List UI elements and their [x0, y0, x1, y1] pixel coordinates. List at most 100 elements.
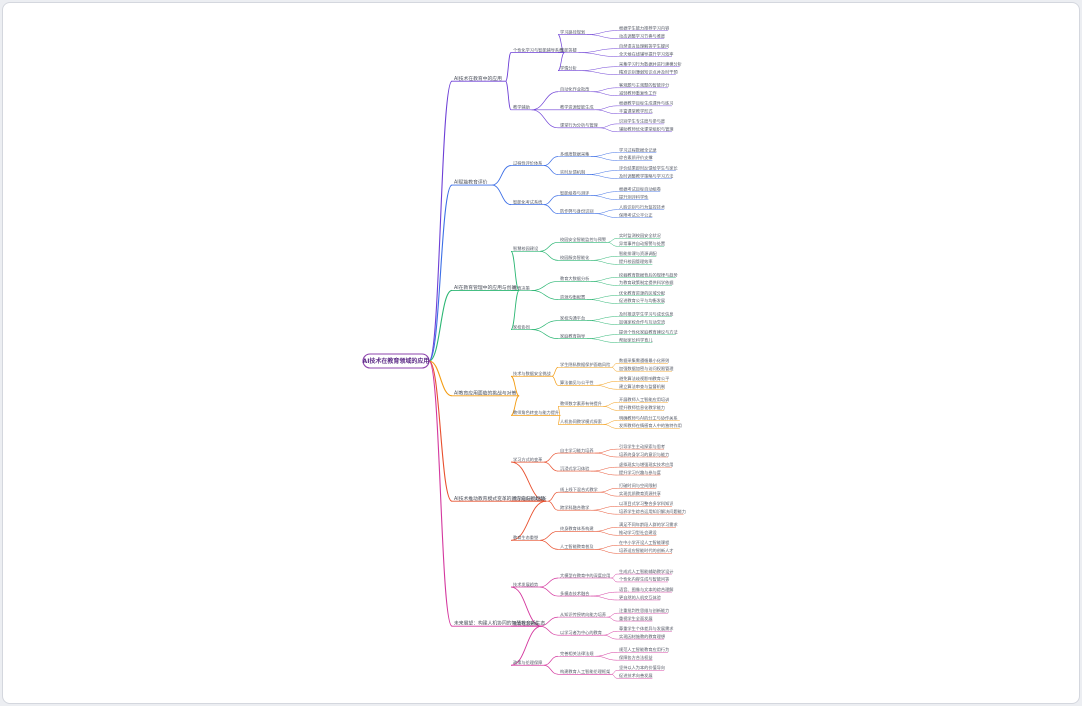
level2-node[interactable]: 教学组织形式创新 [513, 495, 547, 502]
level3-node[interactable]: 算法偏见与公平性 [560, 379, 594, 386]
level3-node[interactable]: 教学资源智能生成 [560, 104, 594, 111]
leaf-node[interactable]: 根据学生能力推荐学习内容 [619, 24, 669, 31]
level3-node[interactable]: 人机协同教学模式探索 [560, 418, 602, 425]
level3-node[interactable]: 自动化作业批改 [560, 86, 590, 93]
leaf-node[interactable]: 动态调整学习节奏与难度 [619, 32, 666, 39]
leaf-node[interactable]: 识别学生专注度与参与度 [619, 118, 666, 125]
level3-node[interactable]: 完善相关法律法规 [560, 650, 594, 657]
level3-node[interactable]: 从知识传授转向能力培养 [560, 611, 607, 618]
level3-node[interactable]: 构建教育人工智能伦理框架 [560, 668, 610, 675]
level1-node[interactable]: AI赋能教育评价 [454, 179, 488, 186]
leaf-node[interactable]: 挖掘教育数据背后的规律与趋势 [619, 271, 678, 278]
leaf-node[interactable]: 客观题与主观题的智能评分 [619, 82, 670, 89]
leaf-node[interactable]: 保障考试公平公正 [619, 211, 653, 218]
leaf-node[interactable]: 实时监测校园安全状况 [619, 232, 662, 239]
leaf-node[interactable]: 帮助家长科学育儿 [619, 336, 653, 343]
leaf-node[interactable]: 促进技术向善发展 [619, 672, 653, 679]
level2-node[interactable]: 智能化考试系统 [513, 198, 542, 205]
leaf-node[interactable]: 提升测评科学性 [619, 193, 648, 200]
leaf-node[interactable]: 更自然的人机交互体验 [619, 594, 662, 601]
leaf-node[interactable]: 开展教师人工智能应用培训 [619, 396, 669, 403]
leaf-node[interactable]: 培养适应智能时代的创新人才 [619, 547, 673, 554]
leaf-node[interactable]: 满足不同年龄段人群的学习需求 [619, 521, 678, 528]
level3-node[interactable]: 学习路径规划 [560, 28, 585, 35]
level1-node[interactable]: AI技术推动教育模式变革的新方向与新趋势 [454, 495, 545, 502]
leaf-node[interactable]: 根据教学目标生成课件与练习 [619, 100, 673, 107]
level2-node[interactable]: 家校协同 [513, 323, 530, 330]
level2-node[interactable]: 个性化学习与智能辅导系统 [513, 46, 563, 53]
leaf-node[interactable]: 智能排课与资源调配 [619, 250, 658, 257]
level2-node[interactable]: 教育理念更新 [513, 620, 538, 627]
leaf-node[interactable]: 评价结果即时反馈给学生与家长 [619, 164, 678, 171]
leaf-node[interactable]: 推动学习型社会建设 [619, 529, 658, 536]
level3-node[interactable]: 以学习者为中心的教育 [560, 629, 602, 636]
leaf-node[interactable]: 尊重学生个体差异与发展需求 [619, 625, 674, 632]
level3-node[interactable]: 线上线下混合式教学 [560, 486, 598, 493]
leaf-node[interactable]: 根据考试目标自动组卷 [619, 185, 662, 192]
level3-node[interactable]: 校园安全智能监控与预警 [560, 236, 607, 243]
leaf-node[interactable]: 自然语言处理解答学生疑问 [619, 42, 669, 49]
level2-node[interactable]: 政策与伦理保障 [513, 659, 542, 666]
level3-node[interactable]: 实时反馈机制 [560, 168, 585, 175]
leaf-node[interactable]: 采集学习行为数据并进行建模分析 [619, 61, 682, 68]
level2-node[interactable]: 智慧校园建设 [513, 245, 539, 252]
leaf-node[interactable]: 打破时间与空间限制 [619, 482, 657, 489]
level2-node[interactable]: 过程性评价体系 [513, 159, 542, 166]
level2-node[interactable]: 教育决策 [513, 284, 531, 291]
leaf-node[interactable]: 发挥教师在情感育人中的独特作用 [619, 422, 682, 429]
leaf-node[interactable]: 坚持以人为本的价值导向 [619, 664, 665, 671]
leaf-node[interactable]: 学习过程数据全记录 [619, 146, 657, 153]
level3-node[interactable]: 防作弊与身份识别 [560, 207, 594, 214]
leaf-node[interactable]: 明确教师与AI的分工与协作关系 [619, 414, 678, 421]
level2-node[interactable]: 教师角色转变与能力提升 [513, 409, 559, 416]
leaf-node[interactable]: 规范人工智能教育应用行为 [619, 646, 669, 653]
leaf-node[interactable]: 以项目式学习整合多学科知识 [619, 500, 673, 507]
level1-node[interactable]: AI技术在教育中的应用 [454, 75, 502, 82]
level1-node[interactable]: AI教育应用面临的挑战与对策 [454, 389, 516, 396]
level3-node[interactable]: 资源均衡配置 [560, 293, 585, 300]
level3-node[interactable]: 课堂行为分析与管理 [560, 122, 599, 129]
leaf-node[interactable]: 数据采集需遵循最小化原则 [619, 357, 669, 364]
leaf-node[interactable]: 为教育政策制定提供科学依据 [619, 279, 673, 286]
level3-node[interactable]: 多模态技术融合 [560, 590, 590, 597]
level3-node[interactable]: 家庭教育指导 [560, 332, 585, 339]
level3-node[interactable]: 跨学科融合教学 [560, 504, 589, 511]
level3-node[interactable]: 自主学习能力培养 [560, 447, 594, 454]
level3-node[interactable]: 沉浸式学习体验 [560, 465, 590, 472]
leaf-node[interactable]: 人脸识别与行为监控技术 [619, 204, 666, 211]
leaf-node[interactable]: 精准识别薄弱知识点并及时干预 [619, 68, 678, 75]
leaf-node[interactable]: 培养终身学习的意识与能力 [619, 451, 669, 458]
leaf-node[interactable]: 优化教育资源的区域分配 [619, 289, 666, 296]
leaf-node[interactable]: 虚拟现实与增强现实技术应用 [619, 461, 673, 468]
level2-node[interactable]: 教学辅助 [513, 104, 530, 111]
leaf-node[interactable]: 实现优质教育资源共享 [619, 490, 661, 497]
leaf-node[interactable]: 异常事件自动报警与处置 [619, 240, 665, 247]
leaf-node[interactable]: 减轻教师重复性工作 [619, 89, 658, 96]
level3-node[interactable]: 大模型在教育中的深度应用 [560, 572, 610, 579]
level3-node[interactable]: 智能答疑 [560, 46, 578, 53]
leaf-node[interactable]: 建立算法审查与监督机制 [619, 383, 665, 390]
leaf-node[interactable]: 在中小学开设人工智能课程 [619, 539, 670, 546]
leaf-node[interactable]: 注重批判性思维与创新能力 [619, 607, 669, 614]
leaf-node[interactable]: 个性化内容生成与智能问答 [619, 576, 670, 583]
leaf-node[interactable]: 及时调整教学策略与学习方法 [619, 172, 673, 179]
leaf-node[interactable]: 辅助教师优化课堂组织与管理 [619, 126, 674, 133]
level3-node[interactable]: 教师数字素养有待提升 [560, 400, 602, 407]
leaf-node[interactable]: 实现因材施教的教育理想 [619, 633, 665, 640]
level2-node[interactable]: 技术与数据安全挑战 [513, 370, 552, 377]
leaf-node[interactable]: 生成式人工智能辅助教学设计 [619, 568, 673, 575]
leaf-node[interactable]: 提升校园管理效率 [619, 258, 653, 265]
level3-node[interactable]: 终身教育体系构建 [560, 525, 594, 532]
leaf-node[interactable]: 避免算法歧视影响教育公平 [619, 375, 669, 382]
leaf-node[interactable]: 丰富课堂教学形式 [619, 108, 653, 115]
leaf-node[interactable]: 提升教师信息化教学能力 [619, 404, 665, 411]
level3-node[interactable]: 人工智能教育普及 [560, 543, 594, 550]
level3-node[interactable]: 学生隐私数据保护面临风险 [560, 361, 611, 368]
level3-node[interactable]: 校园服务智能化 [560, 254, 590, 261]
leaf-node[interactable]: 语音、图像与文本的综合理解 [619, 586, 673, 593]
root-node[interactable] [362, 353, 430, 369]
level1-node[interactable]: 未来展望：构建人机协同的智慧教育新生态 [454, 620, 545, 627]
level3-node[interactable]: 智能组卷与测评 [560, 189, 590, 196]
leaf-node[interactable]: 保障各方合法权益 [619, 654, 653, 661]
leaf-node[interactable]: 引导学生主动探索与思考 [619, 443, 665, 450]
